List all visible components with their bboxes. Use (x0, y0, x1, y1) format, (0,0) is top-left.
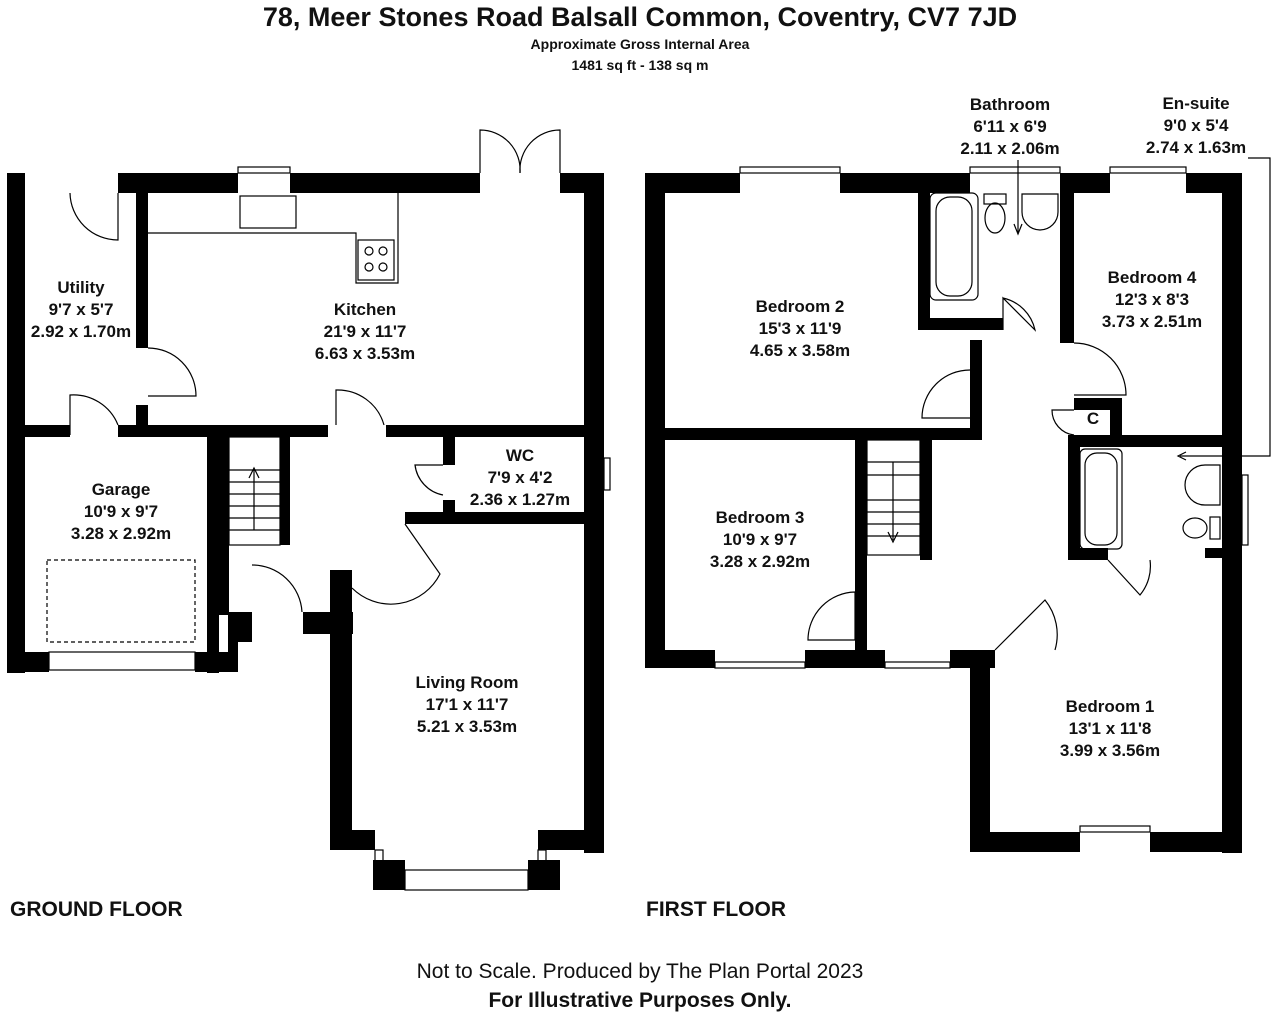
first-floor-label: FIRST FLOOR (646, 898, 786, 921)
room-bathroom: Bathroom 6'11 x 6'9 2.11 x 2.06m (941, 94, 1079, 160)
room-imperial: 17'1 x 11'7 (425, 695, 509, 714)
footer-disclaimer: For Illustrative Purposes Only. (488, 989, 792, 1012)
room-name: Utility (57, 278, 105, 297)
room-metric: 3.99 x 3.56m (1059, 741, 1161, 760)
room-imperial: 10'9 x 9'7 (83, 502, 159, 521)
first-floor-details (714, 157, 1271, 833)
room-metric: 2.92 x 1.70m (30, 322, 132, 341)
area-label: Approximate Gross Internal Area (530, 36, 750, 52)
room-imperial: 7'9 x 4'2 (487, 468, 553, 487)
ground-floor-details (46, 129, 611, 891)
room-bedroom3: Bedroom 3 10'9 x 9'7 3.28 x 2.92m (690, 507, 830, 573)
room-metric: 3.28 x 2.92m (709, 552, 811, 571)
room-imperial: 10'9 x 9'7 (722, 530, 798, 549)
room-name: WC (505, 446, 535, 465)
room-name: Bedroom 4 (1107, 268, 1197, 287)
room-imperial: 12'3 x 8'3 (1114, 290, 1190, 309)
room-name: Bedroom 3 (715, 508, 805, 527)
area-value: 1481 sq ft - 138 sq m (571, 57, 709, 73)
room-cupboard: C (1080, 408, 1106, 430)
room-imperial: 13'1 x 11'8 (1068, 719, 1152, 738)
room-bedroom1: Bedroom 1 13'1 x 11'8 3.99 x 3.56m (1040, 696, 1180, 762)
room-wc: WC 7'9 x 4'2 2.36 x 1.27m (455, 445, 585, 511)
room-metric: 2.74 x 1.63m (1145, 138, 1247, 157)
room-imperial: 15'3 x 11'9 (758, 319, 842, 338)
room-imperial: 9'7 x 5'7 (48, 300, 114, 319)
room-metric: 5.21 x 3.53m (416, 717, 518, 736)
room-name: Bathroom (969, 95, 1051, 114)
room-metric: 6.63 x 3.53m (314, 344, 416, 363)
room-name: Garage (91, 480, 151, 499)
room-imperial: 6'11 x 6'9 (973, 117, 1047, 136)
first-floor-walls (645, 173, 1242, 853)
room-bedroom4: Bedroom 4 12'3 x 8'3 3.73 x 2.51m (1085, 267, 1219, 333)
footer-note: Not to Scale. Produced by The Plan Porta… (416, 960, 864, 983)
room-metric: 3.73 x 2.51m (1101, 312, 1203, 331)
room-name: C (1086, 409, 1100, 428)
room-imperial: 21'9 x 11'7 (323, 322, 407, 341)
ground-floor-label: GROUND FLOOR (10, 898, 183, 921)
ground-floor-walls (7, 173, 604, 890)
room-metric: 2.11 x 2.06m (960, 139, 1060, 158)
room-living: Living Room 17'1 x 11'7 5.21 x 3.53m (392, 672, 542, 738)
room-ensuite: En-suite 9'0 x 5'4 2.74 x 1.63m (1132, 93, 1260, 159)
room-kitchen: Kitchen 21'9 x 11'7 6.63 x 3.53m (290, 299, 440, 365)
room-name: Bedroom 1 (1065, 697, 1155, 716)
room-metric: 3.28 x 2.92m (70, 524, 172, 543)
room-bedroom2: Bedroom 2 15'3 x 11'9 4.65 x 3.58m (728, 296, 872, 362)
room-metric: 4.65 x 3.58m (749, 341, 851, 360)
room-name: En-suite (1162, 94, 1230, 113)
plan-title: 78, Meer Stones Road Balsall Common, Cov… (262, 2, 1018, 32)
room-name: Living Room (415, 673, 519, 692)
room-utility: Utility 9'7 x 5'7 2.92 x 1.70m (22, 277, 140, 343)
room-metric: 2.36 x 1.27m (469, 490, 571, 509)
room-name: Kitchen (333, 300, 397, 319)
room-garage: Garage 10'9 x 9'7 3.28 x 2.92m (50, 479, 192, 545)
room-imperial: 9'0 x 5'4 (1163, 116, 1229, 135)
room-name: Bedroom 2 (755, 297, 845, 316)
